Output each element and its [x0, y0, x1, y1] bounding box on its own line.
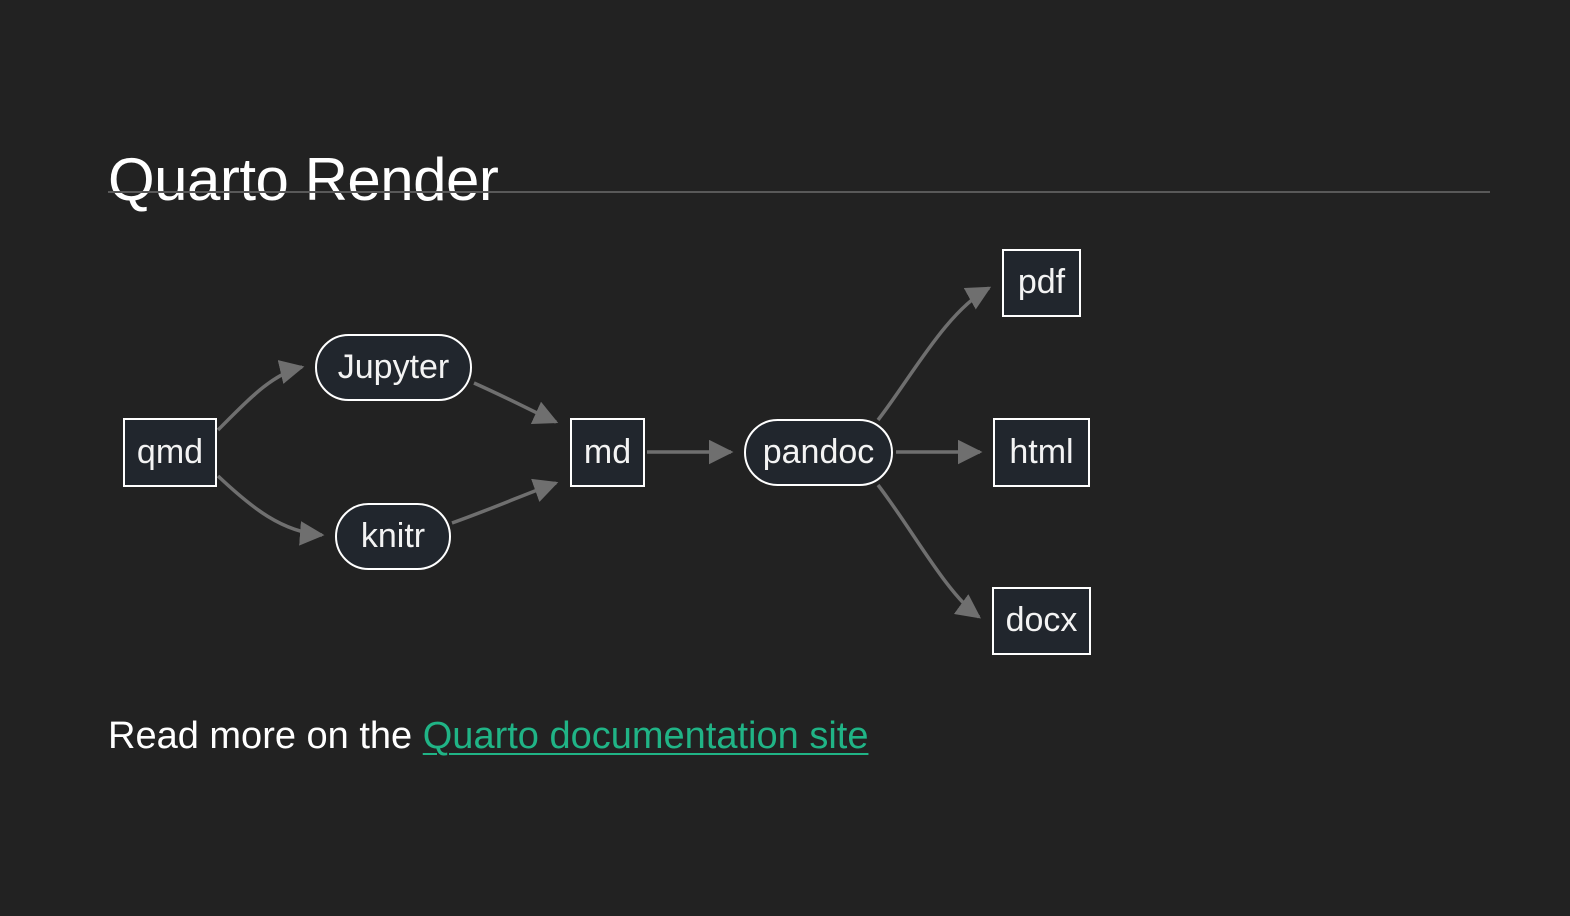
node-label: docx	[1005, 601, 1078, 639]
edge-jupyter-md	[473, 381, 559, 425]
node-label: html	[1009, 432, 1074, 471]
edge-pandoc-docx	[876, 483, 981, 619]
node-label: knitr	[360, 516, 426, 555]
edge-knitr-md	[451, 478, 559, 525]
flowchart-node-pdf[interactable]: pdf	[1002, 249, 1081, 317]
node-label: md	[583, 432, 632, 471]
node-label: qmd	[136, 432, 204, 471]
flowchart-node-html[interactable]: html	[993, 418, 1090, 487]
title-divider	[108, 191, 1490, 193]
edge-pandoc-pdf	[876, 286, 992, 422]
quarto-documentation-link[interactable]: Quarto documentation site	[422, 715, 869, 757]
node-label: pdf	[1017, 263, 1066, 301]
edge-qmd-jupyter	[216, 360, 305, 432]
read-more-text: Read more on the Quarto documentation si…	[108, 713, 868, 759]
flowchart-node-jupyter[interactable]: Jupyter	[315, 334, 472, 401]
node-label: Jupyter	[337, 347, 450, 386]
read-more-lead: Read more on the	[108, 715, 423, 757]
page-title: Quarto Render	[108, 146, 499, 214]
edge-qmd-knitr	[216, 474, 325, 546]
node-label: pandoc	[762, 432, 875, 471]
flowchart-node-md[interactable]: md	[570, 418, 645, 487]
flowchart-node-qmd[interactable]: qmd	[123, 418, 217, 487]
flowchart-node-docx[interactable]: docx	[992, 587, 1091, 655]
flowchart-node-pandoc[interactable]: pandoc	[744, 419, 893, 486]
flowchart-node-knitr[interactable]: knitr	[335, 503, 451, 570]
